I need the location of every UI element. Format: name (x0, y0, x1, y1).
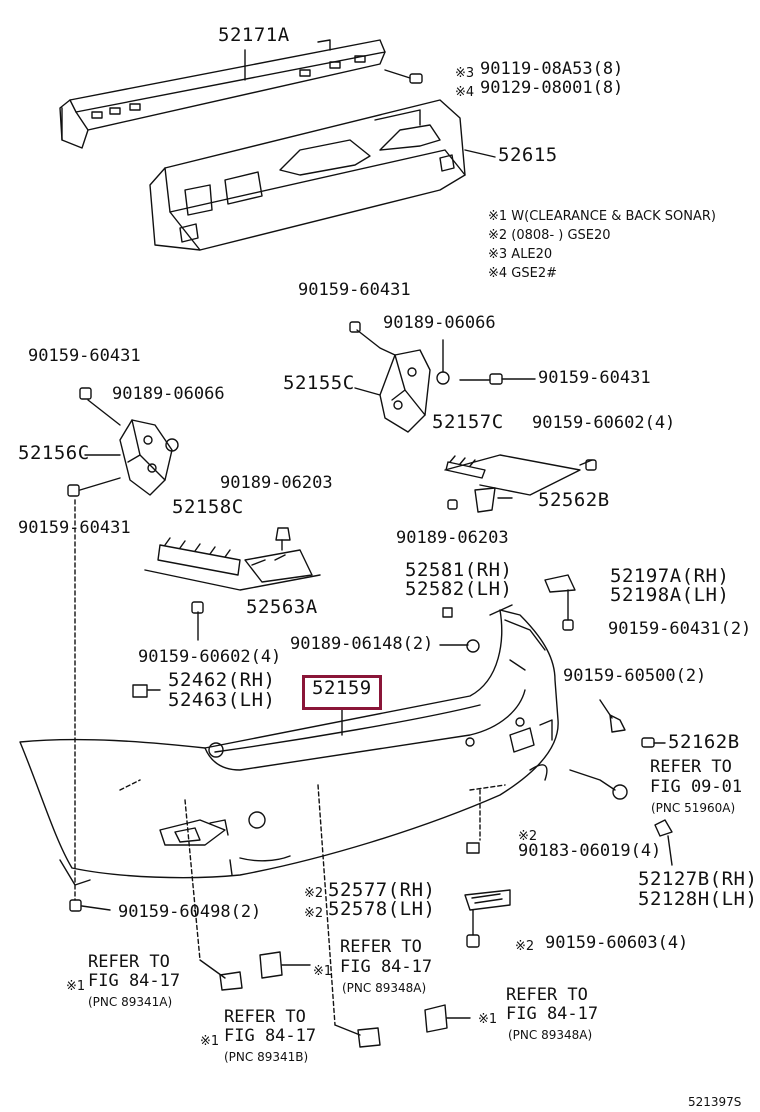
diagram-id-footer: 521397S (688, 1095, 742, 1109)
part-label-90159-60431-a[interactable]: 90159-60431 (298, 280, 411, 300)
note-line-1: ※1 W(CLEARANCE & BACK SONAR) (488, 209, 716, 224)
note-marker-2c: ※2 (304, 906, 324, 921)
refer-8417-a-line2[interactable]: FIG 84-17 (88, 971, 181, 991)
part-label-52156c[interactable]: 52156C (18, 442, 90, 464)
part-label-52128h[interactable]: 52128H(LH) (638, 888, 758, 910)
refer-8417-b-line1[interactable]: REFER TO (340, 937, 422, 957)
note-marker-4: ※4 (455, 85, 475, 100)
part-label-52127b[interactable]: 52127B(RH) (638, 868, 758, 890)
part-label-52563a[interactable]: 52563A (246, 596, 318, 618)
part-label-52171a[interactable]: 52171A (218, 24, 290, 46)
part-label-52157c[interactable]: 52157C (432, 411, 504, 433)
refer-0901-pnc: (PNC 51960A) (651, 801, 736, 815)
reinforcement-beam-drawing (59, 39, 386, 149)
note-marker-2a: ※2 (518, 829, 538, 844)
part-label-52615[interactable]: 52615 (498, 144, 558, 166)
retainer-52157c-drawing (444, 454, 597, 513)
part-label-52155c[interactable]: 52155C (283, 372, 355, 394)
lower-parts-drawing (69, 699, 673, 948)
part-label-90159-60602-a[interactable]: 90159-60602(4) (532, 413, 676, 433)
bolt-drawing (384, 69, 423, 84)
part-label-52159[interactable]: 52159 (312, 677, 372, 699)
refer-8417-a-line1[interactable]: REFER TO (88, 952, 170, 972)
refer-8417-c-line1[interactable]: REFER TO (224, 1007, 306, 1027)
retainer-52158c-drawing (144, 527, 321, 641)
part-label-52197a[interactable]: 52197A(RH) (610, 565, 730, 587)
side-retainer-drawing (132, 574, 576, 698)
part-label-90183[interactable]: 90183-06019(4) (518, 841, 662, 861)
part-label-90189-06148[interactable]: 90189-06148(2) (290, 634, 434, 654)
part-label-90119[interactable]: 90119-08A53(8) (480, 59, 624, 79)
part-label-90159-60431-b[interactable]: 90159-60431 (538, 368, 651, 388)
part-label-90159-60603[interactable]: 90159-60603(4) (545, 933, 689, 953)
part-label-52577[interactable]: 52577(RH) (328, 879, 436, 901)
refer-8417-b-marker: ※1 (313, 964, 333, 979)
part-label-90159-60431-d[interactable]: 90159-60431 (18, 518, 131, 538)
part-label-90189-06203-a[interactable]: 90189-06203 (396, 528, 509, 548)
refer-8417-d-line1[interactable]: REFER TO (506, 985, 588, 1005)
note-line-3: ※3 ALE20 (488, 247, 553, 262)
part-label-90159-60500[interactable]: 90159-60500(2) (563, 666, 707, 686)
part-label-90159-60431-c[interactable]: 90159-60431 (28, 346, 141, 366)
part-label-52162b[interactable]: 52162B (668, 731, 740, 753)
refer-8417-c-marker: ※1 (200, 1034, 220, 1049)
note-marker-3: ※3 (455, 66, 475, 81)
part-label-52562b[interactable]: 52562B (538, 489, 610, 511)
refer-8417-a-marker: ※1 (66, 979, 86, 994)
part-label-52198a[interactable]: 52198A(LH) (610, 584, 730, 606)
refer-8417-b-pnc: (PNC 89348A) (342, 981, 427, 995)
note-marker-2d: ※2 (515, 939, 535, 954)
part-label-90189-06203-b[interactable]: 90189-06203 (220, 473, 333, 493)
sensor-bracket-drawing (184, 784, 471, 1048)
part-label-52463[interactable]: 52463(LH) (168, 689, 276, 711)
refer-8417-b-line2[interactable]: FIG 84-17 (340, 957, 433, 977)
part-label-52582[interactable]: 52582(LH) (405, 578, 513, 600)
refer-8417-a-pnc: (PNC 89341A) (88, 995, 173, 1009)
note-marker-2b: ※2 (304, 886, 324, 901)
refer-8417-c-pnc: (PNC 89341B) (224, 1050, 309, 1064)
part-label-90189-06066-b[interactable]: 90189-06066 (112, 384, 225, 404)
bracket-52155c-drawing (349, 321, 536, 433)
part-label-52158c[interactable]: 52158C (172, 496, 244, 518)
bumper-cover-drawing (19, 604, 559, 886)
refer-8417-d-marker: ※1 (478, 1012, 498, 1027)
refer-8417-d-pnc: (PNC 89348A) (508, 1028, 593, 1042)
refer-8417-d-line2[interactable]: FIG 84-17 (506, 1004, 599, 1024)
bracket-52156c-drawing (67, 387, 179, 901)
refer-0901-line2[interactable]: FIG 09-01 (650, 777, 743, 797)
part-label-52581[interactable]: 52581(RH) (405, 559, 513, 581)
part-label-90129[interactable]: 90129-08001(8) (480, 78, 624, 98)
part-label-90189-06066-a[interactable]: 90189-06066 (383, 313, 496, 333)
refer-8417-c-line2[interactable]: FIG 84-17 (224, 1026, 317, 1046)
highlight-box-52159 (302, 675, 382, 710)
refer-0901-line1[interactable]: REFER TO (650, 757, 732, 777)
part-label-90159-60498[interactable]: 90159-60498(2) (118, 902, 262, 922)
note-line-2: ※2 (0808- ) GSE20 (488, 228, 611, 243)
energy-absorber-drawing (149, 99, 496, 251)
note-line-4: ※4 GSE2# (488, 266, 557, 281)
part-label-52578[interactable]: 52578(LH) (328, 898, 436, 920)
part-label-90159-60602-b[interactable]: 90159-60602(4) (138, 647, 282, 667)
part-label-52462[interactable]: 52462(RH) (168, 669, 276, 691)
part-label-90159-60431-e[interactable]: 90159-60431(2) (608, 619, 752, 639)
